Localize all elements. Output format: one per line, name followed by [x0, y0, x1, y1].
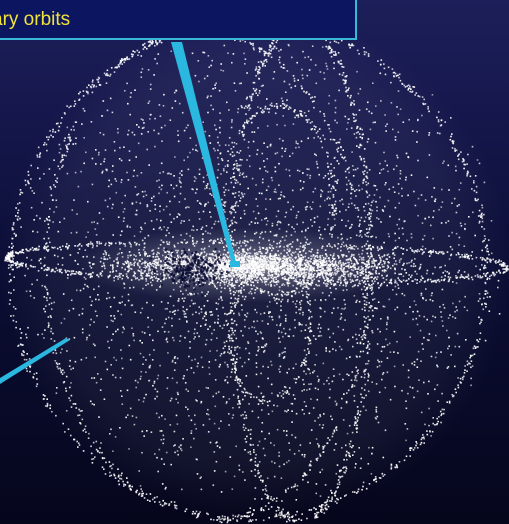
target-marker — [230, 261, 240, 267]
callout-label-box: ary orbits — [0, 0, 357, 40]
callout-label: ary orbits — [0, 9, 71, 30]
particle-dots — [4, 19, 509, 524]
pointer-left — [0, 338, 70, 384]
pointer-top — [171, 42, 236, 264]
